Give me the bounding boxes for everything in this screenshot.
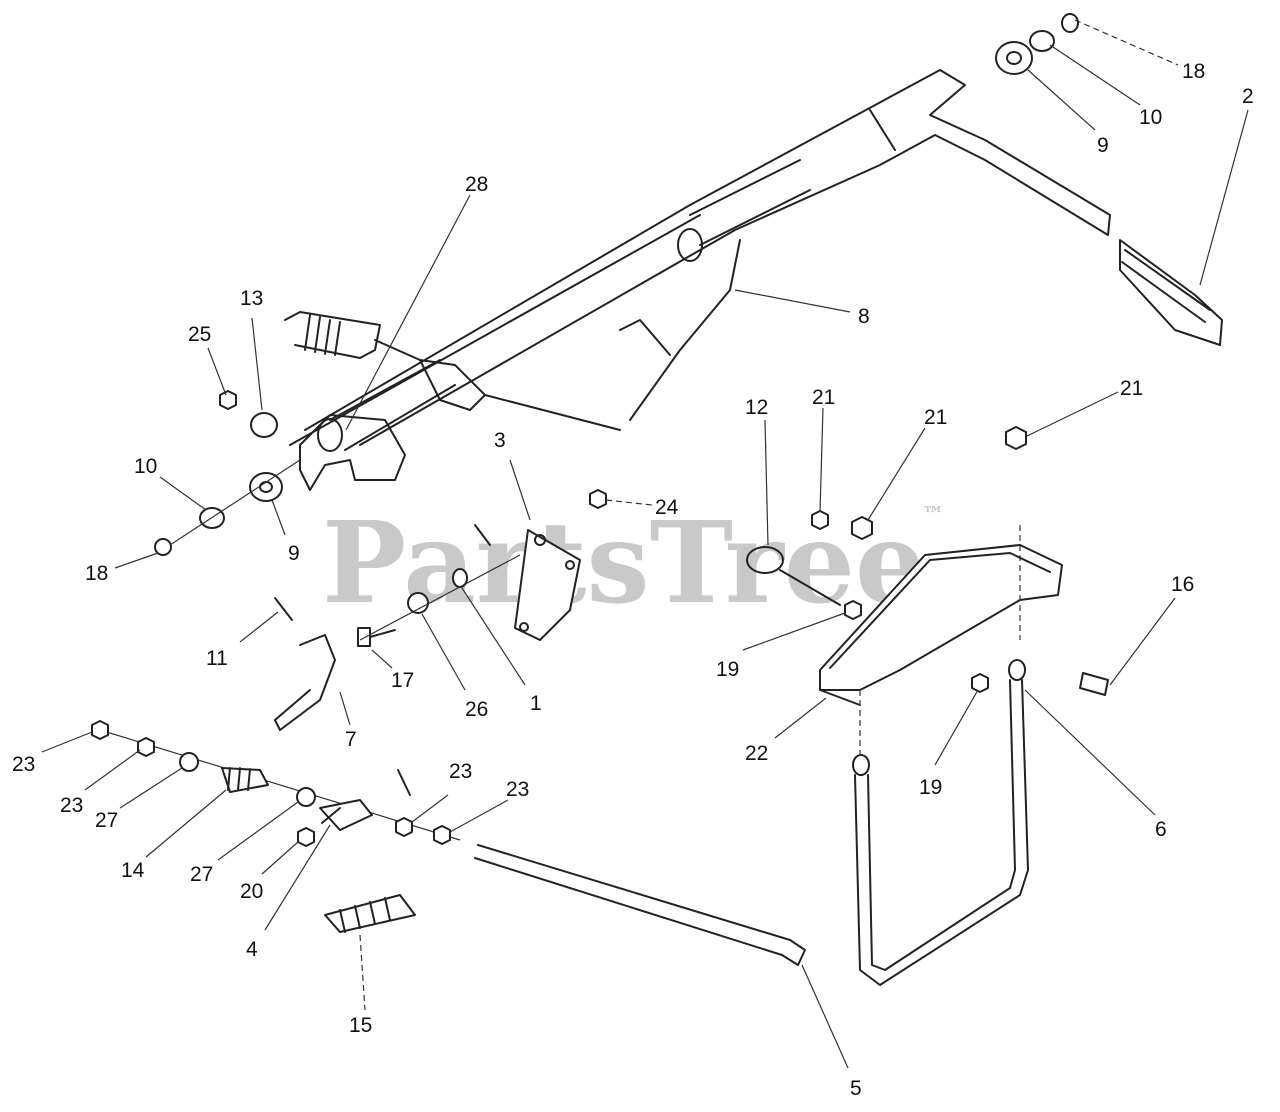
callout-label: 15	[349, 1014, 372, 1037]
callout-label: 23	[449, 760, 472, 783]
callout-label: 17	[391, 669, 414, 692]
callout-label: 6	[1155, 818, 1167, 841]
callout-label: 23	[60, 794, 83, 817]
callout-label: 16	[1171, 573, 1194, 596]
left-hardware	[154, 390, 336, 731]
leader-lines	[41, 19, 1249, 1069]
callout-label: 21	[812, 386, 835, 409]
callout-label: 18	[1182, 60, 1205, 83]
callout-label: 21	[924, 406, 947, 429]
callout-label: 3	[494, 429, 506, 452]
callout-label: 10	[134, 455, 157, 478]
callout-label: 12	[745, 396, 768, 419]
lower-rod-assembly	[91, 720, 806, 1011]
callout-label: 13	[240, 287, 263, 310]
callout-label: 23	[12, 753, 35, 776]
right-bracket-assembly	[746, 426, 1109, 986]
callout-label: 4	[246, 938, 258, 961]
callout-label: 19	[919, 776, 942, 799]
callout-label: 7	[345, 728, 357, 751]
callout-label: 25	[188, 323, 211, 346]
callout-label: 27	[95, 809, 118, 832]
callout-label: 26	[465, 698, 488, 721]
callout-label: 28	[465, 173, 488, 196]
callout-label: 24	[655, 496, 679, 519]
callout-label: 8	[858, 305, 870, 328]
callout-labels: 1 2 3 4 5 6 7 8 9 9 10 10 11 12 13 14 15…	[12, 60, 1254, 1100]
callout-label: 22	[745, 742, 768, 765]
callout-label: 20	[240, 880, 263, 903]
callout-label: 14	[121, 859, 145, 882]
callout-label: 1	[530, 692, 542, 715]
watermark-trademark: ™	[922, 502, 944, 528]
center-hardware	[357, 489, 607, 647]
callout-label: 19	[716, 658, 739, 681]
callout-label: 10	[1139, 106, 1162, 129]
callout-label: 9	[288, 542, 300, 565]
callout-label: 27	[190, 863, 213, 886]
callout-label: 11	[206, 647, 228, 670]
callout-label: 23	[506, 778, 529, 801]
callout-label: 21	[1120, 377, 1143, 400]
callout-label: 5	[850, 1077, 862, 1100]
callout-label: 9	[1097, 134, 1109, 157]
callout-label: 18	[85, 562, 108, 585]
callout-label: 2	[1242, 85, 1254, 108]
lift-shaft-assembly	[284, 13, 1223, 491]
